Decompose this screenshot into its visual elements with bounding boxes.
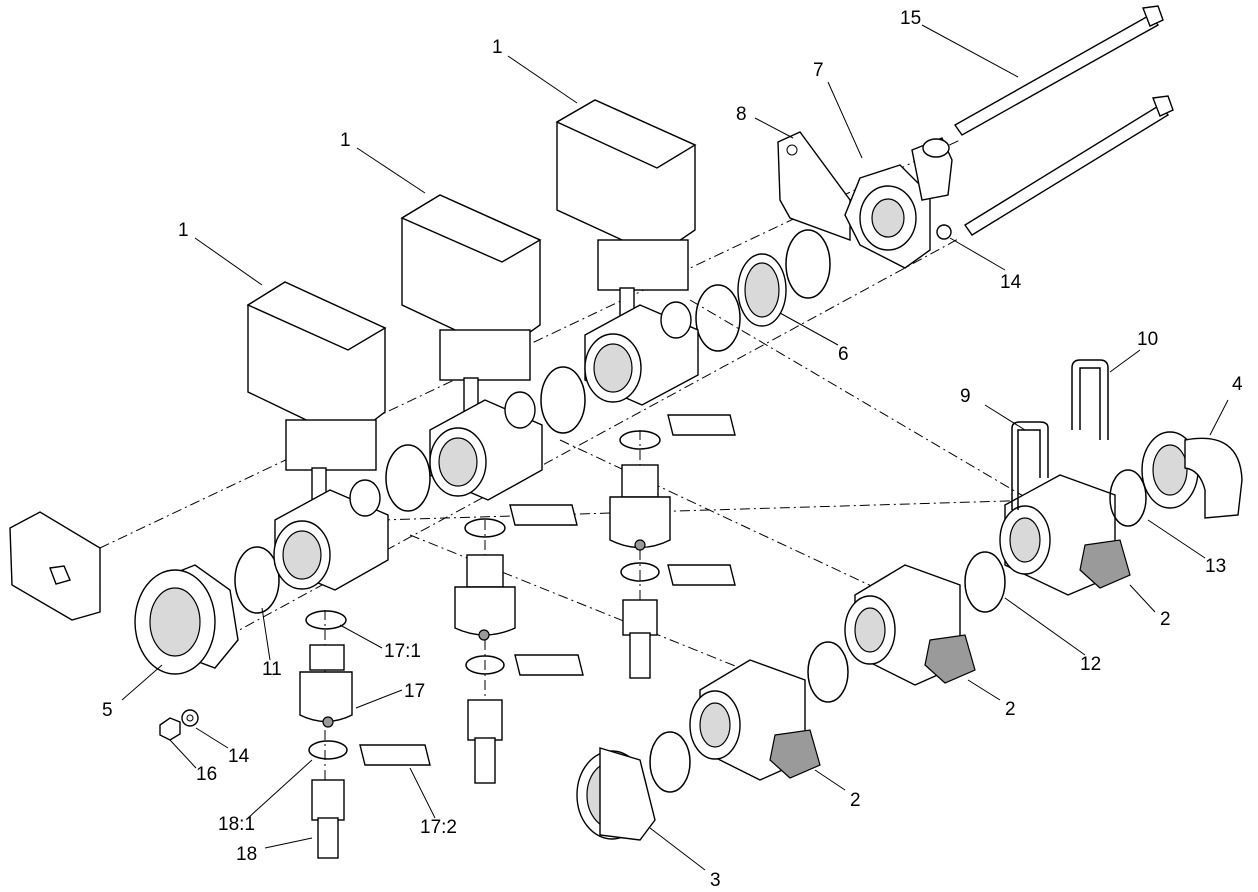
- callout-5: 5: [102, 700, 113, 721]
- leader-lines: [121, 24, 1229, 871]
- callout-12: 12: [1080, 654, 1101, 675]
- callout-18-1: 18:1: [218, 814, 255, 835]
- callout-2-middle: 2: [1005, 699, 1016, 720]
- end-flange-part-7: [844, 137, 953, 269]
- callout-2-lower: 2: [850, 790, 861, 811]
- left-end-plate: [9, 511, 101, 621]
- o-ring-row-lower: [649, 469, 1147, 793]
- callout-17-1: 17:1: [384, 641, 421, 662]
- callout-17: 17: [404, 681, 425, 702]
- callout-14-right: 14: [1000, 272, 1022, 293]
- callout-labels: 1 1 1 2 2 2 3 4 5 6 7 8 9 10 11 12 13 14…: [102, 8, 1243, 891]
- callout-4: 4: [1232, 374, 1243, 395]
- outlet-stack-middle: [454, 504, 584, 784]
- callout-18: 18: [236, 844, 257, 865]
- callout-1-right: 1: [492, 37, 503, 58]
- end-flange-part-5: [134, 564, 239, 675]
- callout-13: 13: [1205, 556, 1226, 577]
- valve-actuator-1-middle: [400, 194, 543, 501]
- callout-1-middle: 1: [340, 130, 351, 151]
- o-ring-row-upper: [234, 229, 831, 614]
- callout-2-upper: 2: [1160, 609, 1171, 630]
- nut-part-16: [159, 717, 181, 741]
- callout-1-left: 1: [178, 220, 189, 241]
- u-clip-part-10: [1071, 359, 1109, 440]
- callout-15: 15: [900, 8, 921, 29]
- callout-9: 9: [960, 386, 971, 407]
- valve-actuator-1-left: [246, 281, 389, 591]
- valve-actuator-1-right: [555, 99, 699, 406]
- end-cap-part-3: [576, 747, 656, 841]
- callout-11: 11: [262, 659, 282, 680]
- ball-valve-2-middle: [844, 564, 976, 686]
- washer-part-14-left: [181, 709, 199, 727]
- outlet-stack-right: [609, 414, 736, 679]
- callout-16: 16: [196, 764, 217, 785]
- callout-7: 7: [813, 60, 824, 81]
- outlet-stack-left: [299, 610, 431, 859]
- callout-14-left: 14: [228, 746, 250, 767]
- callout-3: 3: [710, 870, 721, 891]
- callout-17-2: 17:2: [420, 817, 457, 838]
- callout-8: 8: [736, 104, 747, 125]
- ball-valve-2-upper: [999, 474, 1131, 596]
- end-plate-part-8: [777, 131, 851, 242]
- rod-part-15: [953, 5, 1174, 236]
- callout-6: 6: [838, 344, 849, 365]
- elbow-part-4: [1141, 431, 1243, 519]
- ball-valve-2-lower: [689, 659, 821, 781]
- u-clip-part-9: [1011, 421, 1049, 510]
- callout-10: 10: [1137, 329, 1158, 350]
